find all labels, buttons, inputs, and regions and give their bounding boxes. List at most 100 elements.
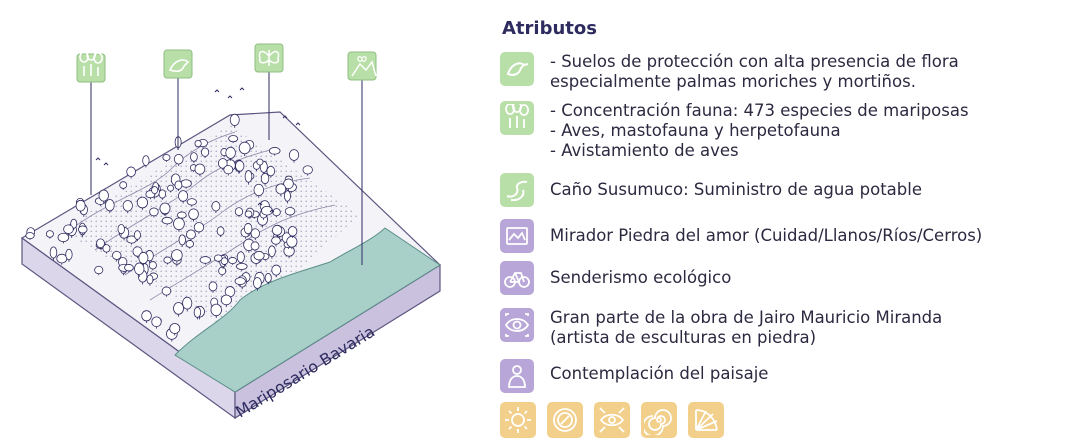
- attribute-sculptures-line-1: Gran parte de la obra de Jairo Mauricio …: [550, 308, 943, 327]
- attribute-sculptures-line-2: (artista de esculturas en piedra): [550, 328, 817, 347]
- tree: [161, 216, 173, 226]
- tree: [266, 165, 276, 178]
- flying-birds: [95, 87, 301, 213]
- tree: [284, 207, 296, 217]
- tree: [220, 294, 232, 307]
- tree: [238, 141, 251, 157]
- tree: [105, 199, 115, 214]
- tree: [302, 165, 313, 176]
- tree: [190, 152, 198, 164]
- attribute-fauna-line-1: - Concentración fauna: 473 especies de m…: [550, 101, 969, 120]
- tree: [151, 316, 162, 329]
- tree: [98, 189, 109, 204]
- attribute-flora: - Suelos de protección con alta presenci…: [500, 52, 1070, 92]
- tree: [161, 286, 172, 297]
- bird-icon: [500, 52, 534, 86]
- attribute-viewpoint: Mirador Piedra del amor (Cuidad/Llanos/R…: [500, 219, 1070, 253]
- tree: [138, 251, 149, 266]
- water-body: [174, 227, 441, 393]
- tree: [159, 202, 171, 216]
- tree: [162, 154, 171, 162]
- tree: [268, 245, 276, 259]
- tree: [65, 248, 73, 262]
- tree: [124, 264, 134, 273]
- tree: [57, 232, 70, 244]
- tree: [75, 199, 86, 214]
- tree: [199, 256, 212, 265]
- tree: [117, 224, 125, 236]
- person-icon: [500, 359, 534, 393]
- tree: [213, 254, 223, 263]
- tree: [234, 277, 246, 286]
- tree: [188, 208, 199, 222]
- tree: [275, 183, 287, 197]
- tree: [225, 146, 236, 161]
- tree: [146, 274, 154, 286]
- tree: [236, 262, 248, 271]
- tree: [210, 303, 222, 318]
- tree: [264, 273, 272, 285]
- tree: [173, 217, 185, 233]
- tree: [288, 149, 300, 163]
- tree: [244, 170, 253, 185]
- attribute-hiking-line-1: Senderismo ecológico: [550, 268, 732, 287]
- tree: [193, 306, 202, 320]
- tree: [173, 302, 184, 317]
- tree: [250, 241, 260, 252]
- tree: [260, 172, 270, 186]
- attribute-stream: Caño Susumuco: Suministro de agua potabl…: [500, 173, 1070, 207]
- tree: [208, 281, 218, 293]
- tree: [200, 147, 210, 159]
- tree: [178, 190, 189, 204]
- tree: [228, 135, 239, 144]
- tree: [218, 266, 227, 277]
- tree: [223, 165, 234, 176]
- tree: [272, 208, 281, 218]
- tree: [49, 246, 58, 261]
- eye-icon: [500, 308, 534, 342]
- attribute-viewpoint-line-1: Mirador Piedra del amor (Cuidad/Llanos/R…: [550, 226, 983, 245]
- attribute-fauna-line-2: - Aves, mastofauna y herpetofauna: [550, 121, 841, 140]
- tree: [228, 257, 238, 265]
- tree: [151, 186, 159, 196]
- sun-icon: [500, 402, 536, 438]
- tree: [174, 180, 183, 191]
- tree: [126, 235, 137, 245]
- tree: [185, 240, 194, 249]
- tree: [182, 296, 193, 312]
- tree: [186, 198, 197, 207]
- tree: [171, 249, 183, 264]
- tree: [271, 236, 281, 246]
- focus-eye-icon: [594, 402, 630, 438]
- viewpoint-icon: [500, 219, 534, 253]
- pin-trees-icon: [76, 49, 106, 83]
- tree: [211, 201, 221, 213]
- tree: [268, 147, 281, 156]
- tree: [148, 261, 157, 271]
- tree: [177, 211, 187, 220]
- attribute-sculptures: Gran parte de la obra de Jairo Mauricio …: [500, 308, 1070, 348]
- attribute-fauna: - Concentración fauna: 473 especies de m…: [500, 101, 1070, 161]
- attribute-flora-line-1: - Suelos de protección con alta presenci…: [550, 52, 959, 71]
- tree: [271, 224, 283, 238]
- tree: [253, 277, 262, 291]
- tree: [169, 323, 181, 336]
- tree: [142, 155, 150, 168]
- tree: [133, 230, 141, 242]
- tree: [216, 226, 225, 238]
- tree: [94, 265, 104, 276]
- tree: [244, 210, 253, 219]
- tree: [194, 139, 202, 149]
- tree: [141, 310, 152, 324]
- tree: [253, 183, 264, 198]
- attribute-hiking: Senderismo ecológico: [500, 261, 1070, 295]
- tree: [63, 224, 74, 236]
- tree: [45, 230, 54, 239]
- tree: [283, 178, 294, 191]
- attributes-title: Atributos: [502, 18, 597, 39]
- pin-bird-icon: [163, 49, 193, 79]
- attribute-contemplation: Contemplación del paisaje: [500, 359, 1070, 393]
- tree: [126, 166, 136, 179]
- badge-row: [500, 402, 724, 438]
- tree: [56, 253, 68, 265]
